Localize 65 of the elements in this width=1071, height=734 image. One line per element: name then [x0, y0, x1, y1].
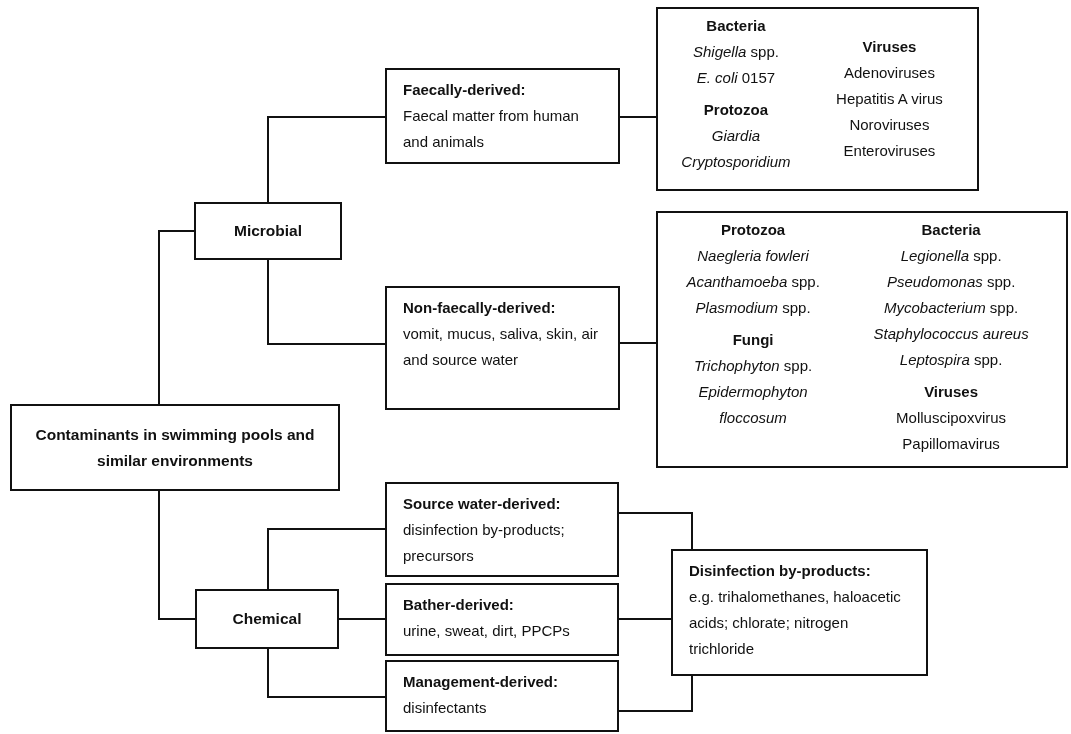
category-box: [194, 202, 342, 260]
box-description: disinfectants: [403, 698, 487, 718]
connector-line: [619, 116, 657, 118]
category-box: [195, 589, 339, 649]
organism-name: Shigella spp.: [693, 42, 779, 62]
organism-name: Naegleria fowleri: [697, 246, 809, 266]
connector-line: [618, 618, 672, 620]
organism-name: Molluscipoxvirus: [896, 408, 1007, 428]
box-heading: Bather-derived:: [403, 595, 514, 615]
box-heading: Source water-derived:: [403, 494, 561, 514]
box-title: Chemical: [232, 609, 302, 629]
organism-name: Trichophyton spp.: [694, 356, 813, 376]
connector-line: [158, 230, 195, 405]
organism-name: Papillomavirus: [902, 434, 1000, 454]
organism-name: Giardia: [711, 126, 761, 146]
organism-name: E. coli 0157: [696, 68, 776, 88]
box-description: disinfection by-products; precursors: [403, 520, 566, 566]
group-heading: Bacteria: [921, 220, 981, 240]
connector-line: [267, 528, 386, 590]
category-box: [385, 68, 620, 164]
box-description: e.g. trihalomethanes, haloacetic acids; chlorate; nitrogen trichloride: [689, 587, 902, 659]
connector-line: [267, 648, 386, 698]
box-title: Contaminants in swimming pools and similar environments: [34, 424, 316, 471]
group-heading: Fungi: [732, 330, 774, 350]
organism-name: Adenoviruses: [844, 63, 935, 83]
box-title: Microbial: [233, 221, 302, 241]
organism-name: Leptospira spp.: [899, 350, 1003, 370]
connector-line: [158, 490, 196, 620]
connector-line: [618, 675, 693, 712]
group-heading: Protozoa: [703, 100, 769, 120]
box-heading: Faecally-derived:: [403, 80, 526, 100]
connector-line: [619, 342, 657, 344]
box-heading: Non-faecally-derived:: [403, 298, 556, 318]
organism-name: Hepatitis A virus: [836, 89, 943, 109]
box-heading: Disinfection by-products:: [689, 561, 871, 581]
box-description: Faecal matter from human and animals: [403, 106, 580, 152]
connector-line: [618, 512, 693, 550]
group-heading: Bacteria: [706, 16, 766, 36]
category-box: [385, 583, 619, 656]
box-description: vomit, mucus, saliva, skin, air and source water: [403, 324, 600, 370]
organism-name: Acanthamoeba spp.: [686, 272, 820, 292]
organism-name: Epidermophyton floccosum: [697, 382, 809, 428]
organism-name: Noroviruses: [849, 115, 930, 135]
root-box: [10, 404, 340, 491]
category-box: [385, 660, 619, 732]
organism-name: Plasmodium spp.: [695, 298, 811, 318]
organism-name: Staphylococcus aureus: [873, 324, 1029, 344]
category-box: [385, 286, 620, 410]
connector-line: [267, 116, 386, 203]
organism-name: Cryptosporidium: [681, 152, 791, 172]
connector-line: [267, 259, 386, 345]
box-description: urine, sweat, dirt, PPCPs: [403, 621, 570, 641]
connector-line: [338, 618, 386, 620]
organism-name: Mycobacterium spp.: [884, 298, 1019, 318]
group-heading: Viruses: [862, 37, 917, 57]
pathogen-list-box: [656, 7, 979, 191]
category-box: [385, 482, 619, 577]
organism-name: Pseudomonas spp.: [886, 272, 1016, 292]
organism-name: Legionella spp.: [900, 246, 1002, 266]
group-heading: Protozoa: [721, 220, 786, 240]
group-heading: Viruses: [924, 382, 979, 402]
category-box: [671, 549, 928, 676]
pathogen-list-box: [656, 211, 1068, 468]
box-heading: Management-derived:: [403, 672, 559, 692]
organism-name: Enteroviruses: [843, 141, 936, 161]
